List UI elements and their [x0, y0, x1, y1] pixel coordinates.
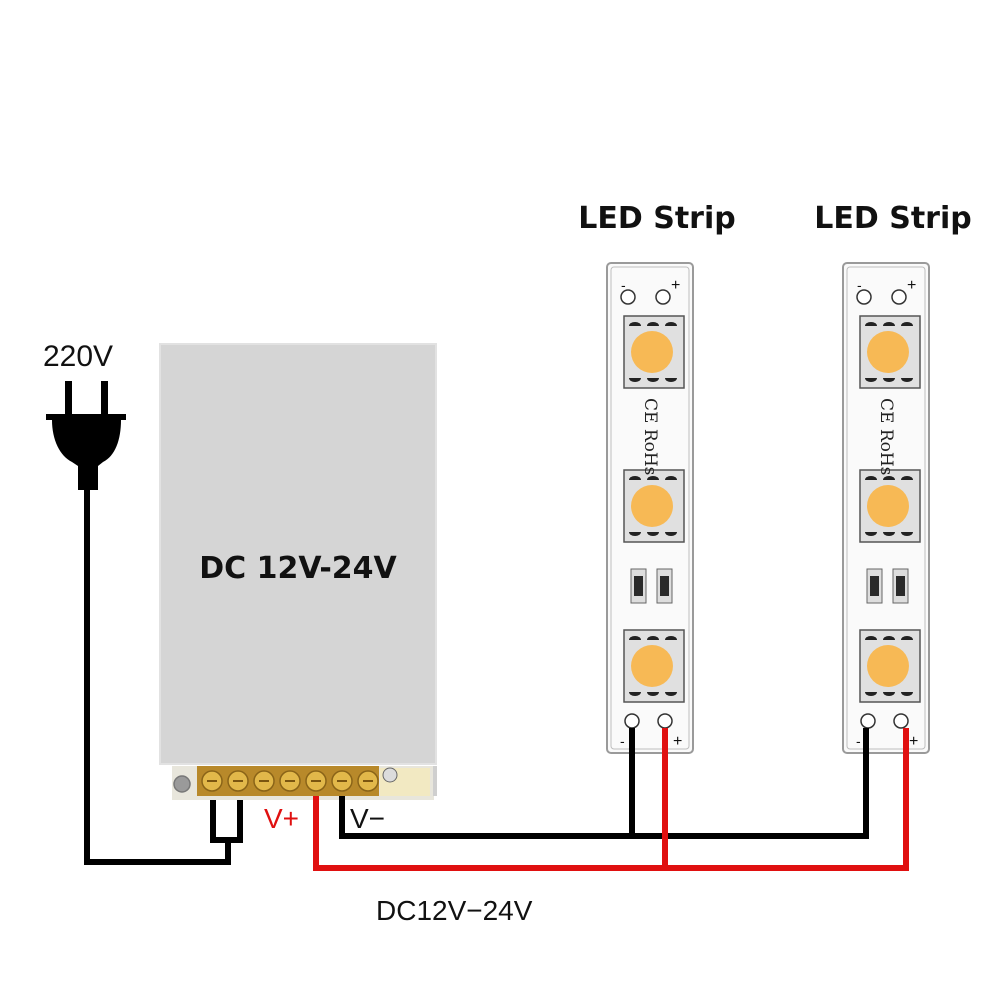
solder-pad-positive: [893, 713, 909, 729]
solder-pad-positive: [891, 289, 907, 305]
terminal-screw-icon: [201, 770, 223, 792]
solder-pad-negative: [856, 289, 872, 305]
negative-terminal-label: V−: [350, 803, 385, 834]
led-strip: LED Strip - + CE RoHs - +: [814, 201, 972, 754]
solder-pad-positive: [657, 713, 673, 729]
terminal-screw-icon: [357, 770, 379, 792]
positive-terminal-label: V+: [264, 803, 299, 834]
led-emitter: [867, 645, 909, 687]
power-plug-icon: [46, 381, 126, 490]
terminal-screw-icon: [253, 770, 275, 792]
strip-marking: CE RoHs: [876, 398, 896, 475]
led-emitter: [631, 645, 673, 687]
terminal-screw-icon: [227, 770, 249, 792]
led-emitter: [867, 331, 909, 373]
positive-wire: [313, 736, 909, 871]
power-supply-label: DC 12V-24V: [199, 551, 397, 586]
pad-plus-label: +: [909, 733, 918, 750]
pad-minus-label: -: [621, 277, 626, 293]
smd-led: [623, 315, 685, 389]
output-voltage-label: DC12V−24V: [376, 895, 533, 926]
led-strip-label: LED Strip: [578, 201, 735, 236]
solder-pad-negative: [624, 713, 640, 729]
smd-led: [623, 629, 685, 703]
solder-pad-positive: [655, 289, 671, 305]
mains-voltage-label: 220V: [43, 340, 113, 373]
smd-resistor: [892, 568, 909, 604]
smd-resistor: [630, 568, 647, 604]
terminal-screw-icon: [279, 770, 301, 792]
solder-pad-negative: [860, 713, 876, 729]
pad-plus-label: +: [671, 277, 680, 294]
smd-led: [859, 629, 921, 703]
mains-cord: [84, 490, 231, 865]
pad-minus-label: -: [857, 277, 862, 293]
smd-resistor: [866, 568, 883, 604]
smd-resistor: [656, 568, 673, 604]
mounting-screw-icon: [173, 775, 191, 793]
negative-wire: [339, 736, 869, 839]
led-strip: LED Strip - + CE RoHs - +: [578, 201, 736, 754]
led-emitter: [631, 331, 673, 373]
smd-led: [859, 469, 921, 543]
solder-pad-negative: [620, 289, 636, 305]
terminal-screw-icon: [331, 770, 353, 792]
smd-led: [859, 315, 921, 389]
smd-led: [623, 469, 685, 543]
pad-plus-label: +: [907, 277, 916, 294]
strip-marking: CE RoHs: [640, 398, 660, 475]
pad-plus-label: +: [673, 733, 682, 750]
pad-minus-label: -: [620, 733, 625, 749]
led-strip-label: LED Strip: [814, 201, 971, 236]
led-emitter: [631, 485, 673, 527]
terminal-screw-icon: [305, 770, 327, 792]
voltage-adjust-pot-icon: [382, 767, 398, 783]
mains-cord-terminal-loop: [210, 792, 243, 843]
power-supply: DC 12V-24V: [159, 343, 437, 800]
led-emitter: [867, 485, 909, 527]
pad-minus-label: -: [856, 733, 861, 749]
